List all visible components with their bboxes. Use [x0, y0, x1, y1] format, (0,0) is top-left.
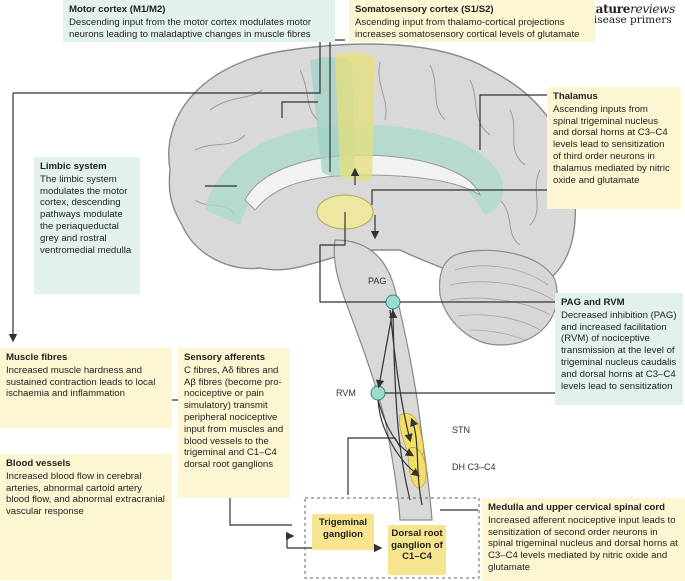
blood-vessels-box: Blood vessels Increased blood flow in ce…	[0, 454, 172, 580]
medulla-title: Medulla and upper cervical spinal cord	[488, 502, 666, 513]
rvm-node	[370, 385, 386, 401]
muscle-fibres-text: Increased muscle hardness and sustained …	[6, 364, 156, 400]
rvm-label: RVM	[336, 388, 356, 398]
trigeminal-ganglion-label: Trigeminal ganglion	[312, 514, 374, 550]
medulla-box: Medulla and upper cervical spinal cord I…	[482, 498, 685, 581]
somatosensory-strip	[335, 52, 375, 181]
limbic-title: Limbic system	[40, 161, 107, 172]
limbic-box: Limbic system The limbic system modulate…	[34, 157, 140, 294]
sensory-afferents-title: Sensory afferents	[184, 352, 266, 363]
sensory-afferents-text: C fibres, Aδ fibres and Aβ fibres (becom…	[184, 364, 284, 471]
brand-logo: naturereviews disease primers	[587, 2, 675, 26]
medulla-text: Increased afferent nociceptive input lea…	[488, 514, 678, 573]
thalamus-title: Thalamus	[553, 91, 598, 102]
blood-vessels-title: Blood vessels	[6, 458, 71, 469]
stn-label: STN	[452, 425, 470, 435]
limbic-band	[205, 124, 504, 225]
limbic-text: The limbic system modulates the motor co…	[40, 173, 132, 256]
motor-cortex-box: Motor cortex (M1/M2) Descending input fr…	[63, 0, 335, 42]
motor-cortex-text: Descending input from the motor cortex m…	[69, 16, 312, 40]
muscle-fibres-title: Muscle fibres	[6, 352, 68, 363]
somatosensory-box: Somatosensory cortex (S1/S2) Ascending i…	[349, 0, 595, 42]
thalamus-box: Thalamus Ascending inputs from spinal tr…	[547, 87, 681, 209]
somatosensory-text: Ascending input from thalamo-cortical pr…	[355, 16, 580, 40]
somatosensory-title: Somatosensory cortex (S1/S2)	[355, 4, 494, 15]
cerebellum	[438, 249, 558, 346]
pag-node	[385, 294, 401, 310]
motor-cortex-title: Motor cortex (M1/M2)	[69, 4, 166, 15]
dorsal-root-ganglion-label: Dorsal root ganglion of C1–C4	[388, 525, 446, 575]
dashed-region	[304, 497, 480, 579]
pag-rvm-text: Decreased inhibition (PAG) and increased…	[561, 309, 677, 392]
sensory-afferents-box: Sensory afferents C fibres, Aδ fibres an…	[178, 348, 290, 498]
pag-label: PAG	[368, 276, 387, 286]
muscle-fibres-box: Muscle fibres Increased muscle hardness …	[0, 348, 172, 428]
pag-rvm-title: PAG and RVM	[561, 297, 625, 308]
corpus-callosum	[244, 154, 482, 211]
thalamus-text: Ascending inputs from spinal trigeminal …	[553, 103, 670, 186]
dh-label: DH C3–C4	[452, 462, 496, 472]
pag-rvm-box: PAG and RVM Decreased inhibition (PAG) a…	[555, 293, 683, 405]
blood-vessels-text: Increased blood flow in cerebral arterie…	[6, 470, 165, 518]
dh-region	[407, 447, 427, 489]
